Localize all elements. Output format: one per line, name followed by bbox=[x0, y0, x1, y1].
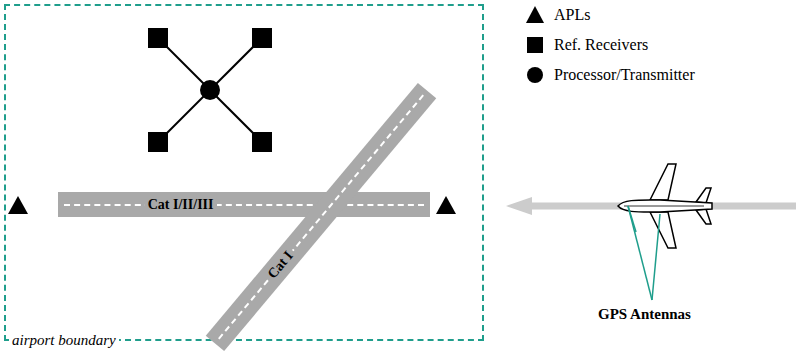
antenna-leaders bbox=[628, 206, 660, 300]
legend-item: Processor/Transmitter bbox=[524, 63, 695, 87]
legend-symbol bbox=[524, 63, 546, 87]
legend-text: Ref. Receivers bbox=[554, 36, 648, 54]
legend-symbol bbox=[524, 3, 546, 27]
apl-symbol bbox=[436, 196, 456, 214]
runway: Cat I/II/III bbox=[58, 192, 430, 217]
apl-symbol bbox=[8, 196, 28, 214]
legend-symbol bbox=[524, 33, 546, 57]
region-label: airport boundary bbox=[9, 332, 119, 349]
receiver-symbol bbox=[148, 28, 168, 48]
runway-centerline bbox=[64, 204, 424, 206]
legend-text: Processor/Transmitter bbox=[554, 66, 695, 84]
legend-item: APLs bbox=[524, 3, 590, 27]
airport-boundary: Cat I/II/IIICat Iairport boundary bbox=[4, 4, 484, 341]
legend-text: APLs bbox=[554, 6, 590, 24]
receiver-symbol bbox=[252, 28, 272, 48]
receiver-symbol bbox=[148, 132, 168, 152]
arrow-head bbox=[506, 197, 532, 215]
runway-centerline bbox=[218, 95, 424, 340]
runway-label: Cat I bbox=[263, 246, 299, 284]
runway-label: Cat I/II/III bbox=[145, 197, 217, 213]
legend-item: Ref. Receivers bbox=[524, 33, 648, 57]
receiver-network bbox=[158, 38, 262, 142]
callout-label: GPS Antennas bbox=[598, 306, 691, 323]
processor-symbol bbox=[200, 80, 220, 100]
receiver-symbol bbox=[252, 132, 272, 152]
airplane bbox=[618, 164, 712, 248]
runway: Cat I bbox=[206, 83, 437, 351]
